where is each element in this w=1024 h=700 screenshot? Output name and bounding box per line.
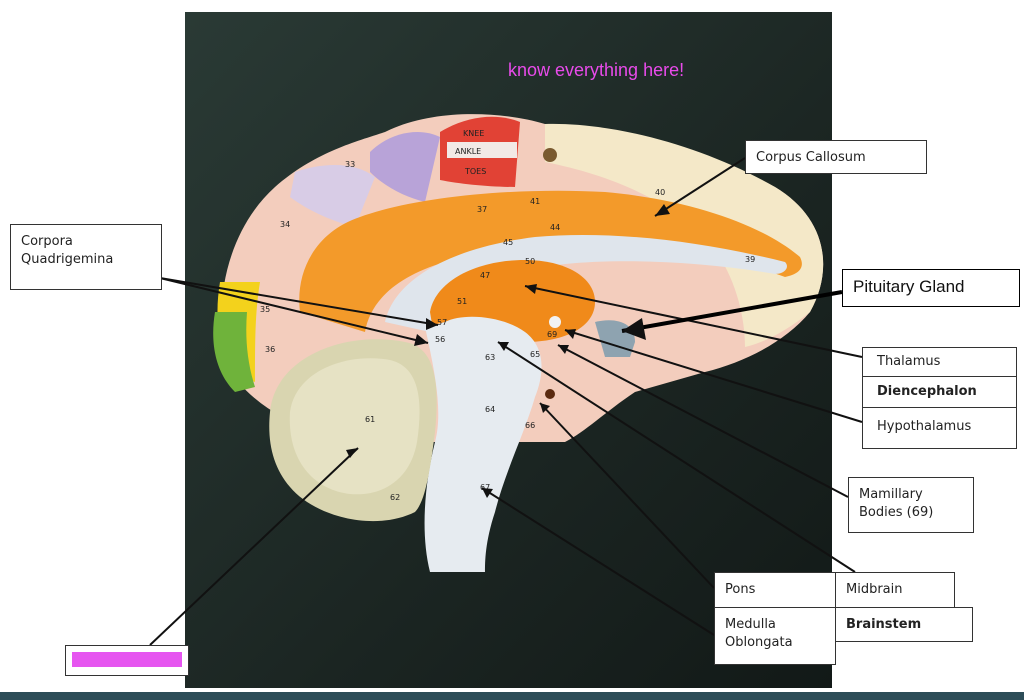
line-corpus-callosum — [654, 157, 746, 217]
model-text: 47 — [480, 271, 490, 280]
label-text: Thalamus — [877, 354, 941, 369]
arrowhead — [525, 284, 537, 294]
model-text: 50 — [525, 257, 535, 266]
label-text: Brainstem — [846, 617, 922, 632]
mamillary-dot — [549, 316, 561, 328]
label-pituitary-gland: Pituitary Gland — [842, 269, 1020, 307]
corpus-callosum-arc — [385, 234, 787, 332]
model-text: 36 — [265, 345, 275, 354]
model-text: 64 — [485, 405, 495, 414]
magenta-redaction — [72, 652, 182, 667]
model-text: 41 — [530, 197, 540, 206]
model-text: KNEE — [463, 129, 484, 138]
label-corpus-callosum: Corpus Callosum — [745, 140, 927, 174]
label-corpora-quadrigemina: Corpora Quadrigemina — [10, 224, 162, 290]
model-text: ANKLE — [455, 147, 481, 156]
label-text: Medulla — [725, 617, 776, 632]
label-brainstem: Brainstem — [835, 607, 973, 642]
model-text: 69 — [547, 330, 557, 339]
purple-region-2 — [290, 165, 375, 227]
label-thalamus: Thalamus — [862, 347, 1017, 377]
green-region — [213, 312, 255, 392]
model-text: 39 — [745, 255, 755, 264]
model-text: 56 — [435, 335, 445, 344]
line-thalamus — [524, 285, 863, 358]
purple-region-1 — [370, 132, 440, 202]
arrowhead — [540, 403, 550, 413]
model-text: 57 — [437, 318, 447, 327]
model-text: 37 — [477, 205, 487, 214]
model-text: 63 — [485, 353, 495, 362]
label-text: Oblongata — [725, 635, 793, 650]
label-mamillary-bodies: Mamillary Bodies (69) — [848, 477, 974, 533]
model-text: TOES — [464, 167, 486, 176]
model-text: 51 — [457, 297, 467, 306]
brain-model-photo: KNEE ANKLE TOES 33 34 35 36 37 39 40 41 … — [185, 12, 832, 688]
model-text: 35 — [260, 305, 270, 314]
arrowhead — [346, 448, 358, 458]
arrowhead — [565, 329, 576, 339]
line-corpora-2 — [159, 277, 429, 344]
line-pituitary — [621, 290, 843, 333]
label-text: Bodies (69) — [859, 505, 934, 520]
orange-cortex-band — [299, 190, 802, 332]
line-corpora-1 — [159, 277, 439, 326]
label-midbrain: Midbrain — [835, 572, 955, 608]
model-text: 34 — [280, 220, 290, 229]
bottom-bar — [0, 692, 1024, 700]
label-text: Pons — [725, 582, 756, 597]
label-text: Quadrigemina — [21, 252, 114, 267]
label-text: Hypothalamus — [877, 419, 972, 434]
brainstem-model — [424, 316, 542, 572]
label-medulla-oblongata: Medulla Oblongata — [714, 607, 836, 665]
hole-2 — [543, 148, 557, 162]
model-text: 40 — [655, 188, 665, 197]
arrowhead — [558, 345, 569, 354]
arrowhead — [414, 334, 428, 346]
model-text: 67 — [480, 483, 490, 492]
label-text: Midbrain — [846, 582, 903, 597]
model-text: 65 — [530, 350, 540, 359]
model-text: 62 — [390, 493, 400, 502]
arrowhead — [655, 204, 670, 216]
frontal-lobe — [545, 123, 824, 347]
arrowhead — [482, 488, 493, 498]
arrowhead-pituitary — [622, 318, 646, 340]
blank-answer-box — [65, 645, 189, 676]
label-text: Diencephalon — [877, 384, 977, 399]
model-text: 33 — [345, 160, 355, 169]
model-text: 66 — [525, 421, 535, 430]
cerebellum-inner — [289, 358, 420, 495]
line-mamillary — [557, 344, 849, 498]
line-cerebellum — [149, 447, 359, 646]
line-hypothalamus — [564, 329, 863, 423]
model-text: 61 — [365, 415, 375, 424]
label-text: Corpus Callosum — [756, 150, 866, 165]
arrowhead — [498, 342, 509, 351]
model-text: 44 — [550, 223, 560, 232]
line-midbrain — [497, 341, 856, 573]
line-medulla — [481, 487, 715, 636]
ankle-band — [447, 142, 517, 158]
label-text: Corpora — [21, 234, 73, 249]
label-diencephalon: Diencephalon — [862, 376, 1017, 408]
hole-1 — [545, 389, 555, 399]
label-text: Mamillary — [859, 487, 923, 502]
label-pons: Pons — [714, 572, 836, 608]
model-text: 45 — [503, 238, 513, 247]
line-pons — [539, 402, 715, 589]
label-hypothalamus: Hypothalamus — [862, 407, 1017, 449]
instruction-note: know everything here! — [508, 60, 685, 80]
arrowhead — [426, 318, 438, 330]
